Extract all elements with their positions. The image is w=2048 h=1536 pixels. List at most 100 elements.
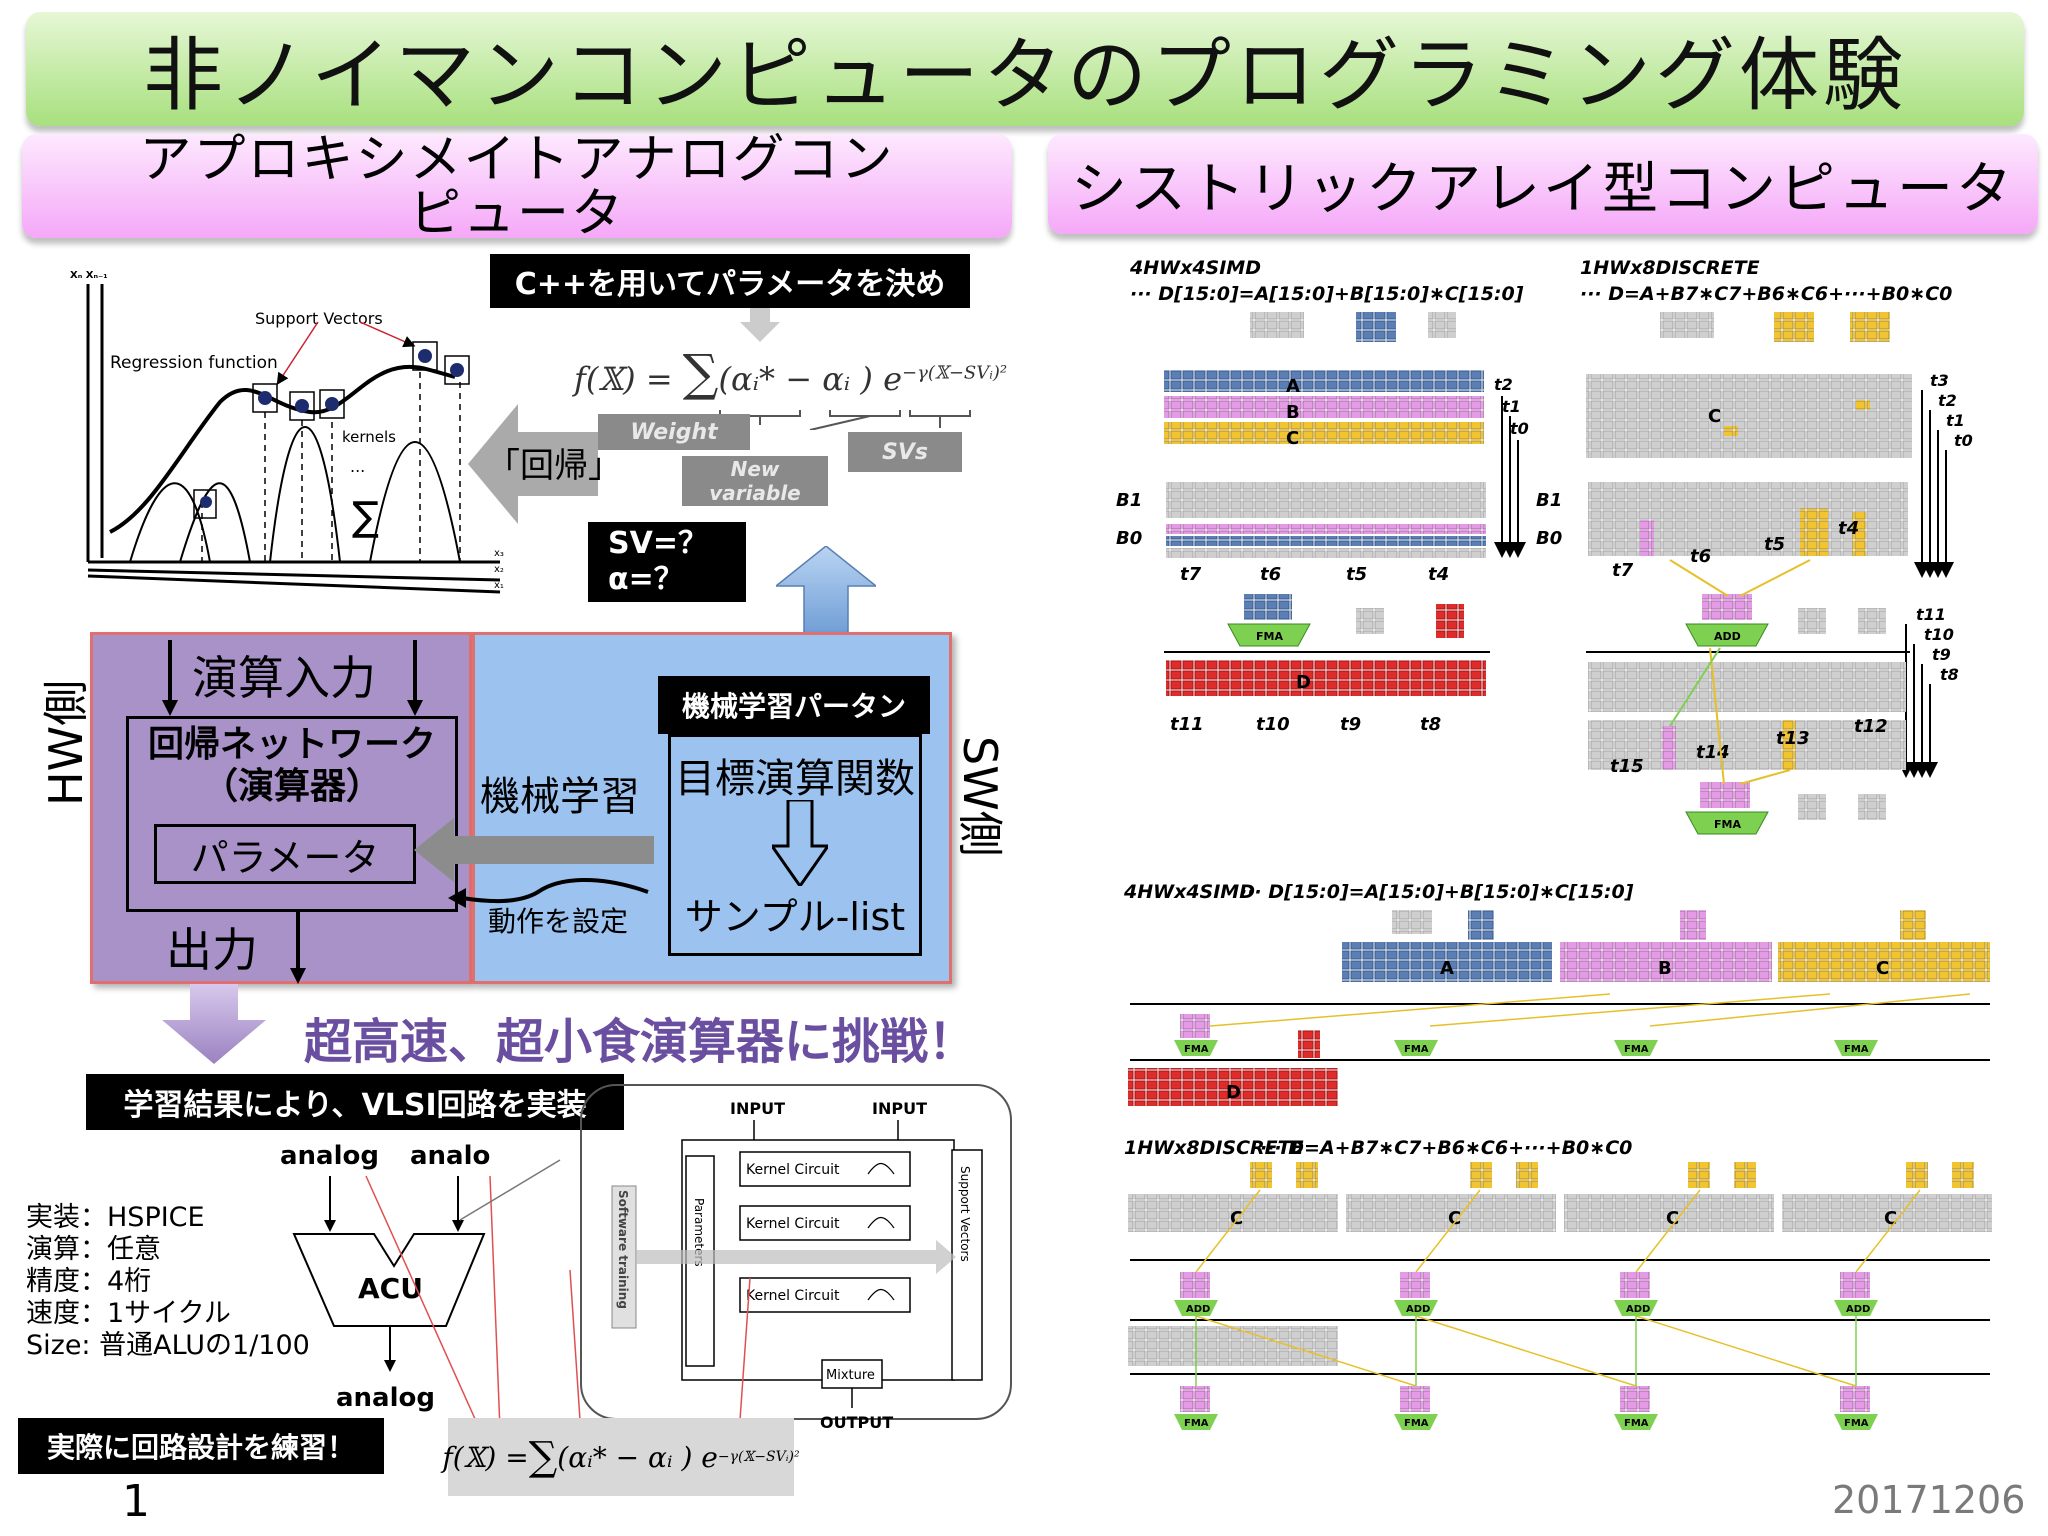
svg-text:FMA: FMA [1404, 1044, 1429, 1055]
spec-operation: 演算：任意 [26, 1234, 161, 1265]
svg-text:FMA: FMA [1844, 1044, 1869, 1055]
network-label: 回帰ネットワーク （演算器） [126, 724, 458, 808]
left-section-banner: アプロキシメイトアナログコン ピュータ [22, 132, 1012, 244]
set-behavior-label: 動作を設定 [488, 905, 629, 938]
kernel-4 [369, 441, 461, 563]
x-axis-2 [87, 568, 501, 582]
new-variable-line2: variable [709, 481, 801, 505]
circuit-support-vectors: Support Vectors [958, 1166, 972, 1262]
t14-right: t14 [1696, 742, 1730, 763]
t8-left: t8 [1420, 714, 1441, 735]
kernel-3 [269, 426, 341, 563]
input-label: 演算入力 [192, 651, 376, 705]
kernel-circuit-2: Kernel Circuit [746, 1216, 840, 1232]
t9-left: t9 [1340, 714, 1361, 735]
t2-left: t2 [1494, 375, 1513, 394]
kernel-circuit-rows: Kernel Circuit Kernel Circuit Kernel Cir… [739, 1151, 911, 1313]
row-B0-left: B0 [1116, 528, 1142, 549]
date-stamp: 20171206 [1832, 1478, 2026, 1522]
circuit-software-training: Software training [616, 1190, 630, 1309]
weight-label: Weight [598, 414, 750, 450]
practice-label: 実際に回路設計を練習！ [18, 1418, 384, 1474]
t6-right: t6 [1690, 546, 1711, 567]
hw-vertical-label: HW側 [39, 679, 93, 806]
mid-title: 4HWx4SIMD [1123, 881, 1255, 903]
annotation-lines [365, 1159, 751, 1431]
row-B1-right: B1 [1536, 490, 1562, 511]
formula-brackets [719, 410, 971, 430]
acu-input2: analog [410, 1141, 490, 1171]
low-label-C2: C [1448, 1208, 1461, 1229]
support-vector-boxes [193, 341, 470, 519]
mid-label-A: A [1440, 958, 1454, 979]
regression-figure: Xₙ Xₙ₋₁ Support Vectors Regression funct… [70, 270, 504, 594]
cpp-label: C++を用いてパラメータを決め [490, 254, 970, 308]
t5-left: t5 [1346, 564, 1367, 585]
t1-right: t1 [1946, 411, 1965, 430]
parameter-label: パラメータ [190, 835, 380, 880]
t0-left: t0 [1510, 419, 1529, 438]
cpp-down-arrow [740, 308, 780, 342]
circuit-input1: INPUT [730, 1099, 785, 1118]
t7-right: t7 [1612, 560, 1634, 581]
t7-left: t7 [1180, 564, 1202, 585]
t8-right: t8 [1940, 665, 1959, 684]
svs-label: SVs [848, 432, 962, 472]
regression-label: 「回帰」 [486, 446, 622, 486]
top-right-equation: ··· D=A+B7∗C7+B6∗C6+···+B0∗C0 [1580, 283, 1952, 305]
vlsi-label: 学習結果により、VLSI回路を実装 [86, 1074, 624, 1130]
t11-left: t11 [1170, 714, 1204, 735]
svg-text:ADD: ADD [1626, 1304, 1650, 1315]
fma-top-right: FMA [1714, 818, 1741, 831]
formula-coef: (αᵢ* − αᵢ ) e [718, 360, 903, 398]
systolic-figure: 4HWx4SIMD ··· D[15:0]=A[15:0]+B[15:0]∗C[… [1116, 257, 1992, 1430]
axis-top-labels: Xₙ Xₙ₋₁ [70, 270, 108, 281]
page-number: 1 [122, 1476, 150, 1527]
support-vector-dots [200, 349, 464, 508]
t13-right: t13 [1776, 728, 1810, 749]
sigma-label: ∑ [352, 494, 379, 540]
network-line1: 回帰ネットワーク [147, 724, 436, 765]
formula-lhs: f(𝕏) = [574, 360, 683, 398]
kernel-circuit-1: Kernel Circuit [746, 1162, 840, 1178]
bottom-formula-lhs: f(𝕏) = [442, 1440, 529, 1474]
mid-label-D: D [1226, 1082, 1241, 1103]
low-label-C3: C [1666, 1208, 1679, 1229]
parameter-box: パラメータ [154, 824, 416, 884]
spec-speed: 速度：1サイクル [26, 1298, 231, 1329]
dots-label: ... [350, 457, 365, 476]
set-behavior-arrow [448, 877, 649, 908]
right-banner-title: シストリックアレイ型コンピュータ [1071, 156, 2015, 222]
axis-right-x3: x₃ [494, 548, 504, 559]
circuit-mixture: Mixture [826, 1368, 875, 1383]
spec-implementation: 実装：HSPICE [26, 1202, 205, 1233]
kernel-2 [179, 482, 251, 563]
axis-right-x1: x₁ [494, 580, 504, 591]
mid-label-C: C [1876, 958, 1889, 979]
top-left-equation: ··· D[15:0]=A[15:0]+B[15:0]∗C[15:0] [1130, 283, 1524, 305]
ml-pattern-header: 機械学習パータン [658, 676, 930, 734]
svr-formula: f(𝕏) = ∑(αᵢ* − αᵢ ) e−γ(𝕏−SVᵢ)² [574, 344, 1007, 402]
kernels-label: kernels [342, 428, 396, 446]
sample-list-label: サンプル-list [684, 895, 906, 939]
svg-text:ADD: ADD [1846, 1304, 1870, 1315]
label-C-right: C [1708, 406, 1721, 427]
network-line2: （演算器） [201, 766, 382, 807]
t10-right: t10 [1924, 625, 1954, 644]
low-yellow-units [1250, 1162, 1974, 1188]
add-top-right: ADD [1714, 630, 1741, 643]
dashed-lines [201, 372, 461, 562]
left-banner-line2: ピュータ [408, 184, 625, 244]
sw-vertical-label: SW側 [953, 736, 1007, 857]
circuit-output: OUTPUT [820, 1413, 893, 1432]
kernel-circuit-3: Kernel Circuit [746, 1288, 840, 1304]
formula-sum: ∑ [682, 344, 719, 402]
up-arrow [776, 546, 876, 636]
t4-left: t4 [1428, 564, 1449, 585]
svg-text:FMA: FMA [1404, 1418, 1429, 1429]
page-title: 非ノイマンコンピュータのプログラミング体験 [143, 29, 1907, 122]
t10-left: t10 [1256, 714, 1290, 735]
new-variable-label: New variable [682, 456, 828, 506]
circuit-input2: INPUT [872, 1099, 927, 1118]
t0-right: t0 [1954, 431, 1973, 450]
